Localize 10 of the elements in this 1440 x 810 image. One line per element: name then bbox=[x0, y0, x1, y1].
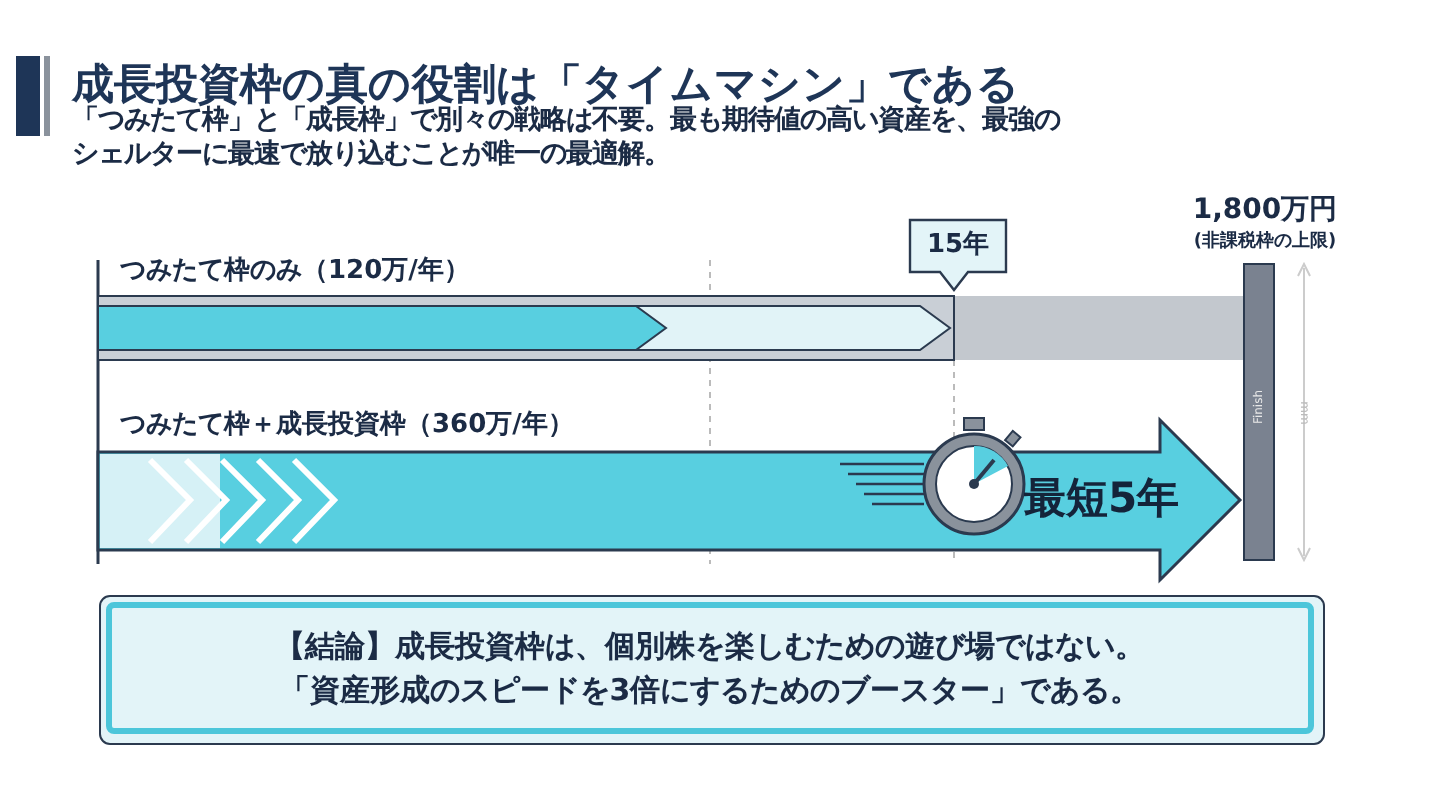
amount-note: (非課税枠の上限) bbox=[1191, 228, 1339, 254]
amount-label: 1,800万円 bbox=[1190, 192, 1340, 228]
conclusion-text: 「資産形成のスピードを3倍にするためのブースター」である。 bbox=[279, 670, 1141, 712]
callout-text: 15年 bbox=[924, 228, 992, 262]
subtitle: 「つみたて枠」と「成長枠」で別々の戦略は不要。最も期待値の高い資産を、最強のシェルターに最速で放り込むことが唯一の最適解。 bbox=[72, 104, 1062, 172]
duration-label: 最短5年 bbox=[1024, 472, 1180, 526]
row-label: つみたて枠のみ（120万/年） bbox=[120, 254, 470, 288]
row-label: つみたて枠＋成長投資枠（360万/年） bbox=[120, 408, 574, 442]
conclusion-text: 【結論】成長投資枠は、個別株を楽しむための遊び場ではない。 bbox=[275, 626, 1145, 668]
conclusion-box bbox=[106, 602, 1314, 734]
